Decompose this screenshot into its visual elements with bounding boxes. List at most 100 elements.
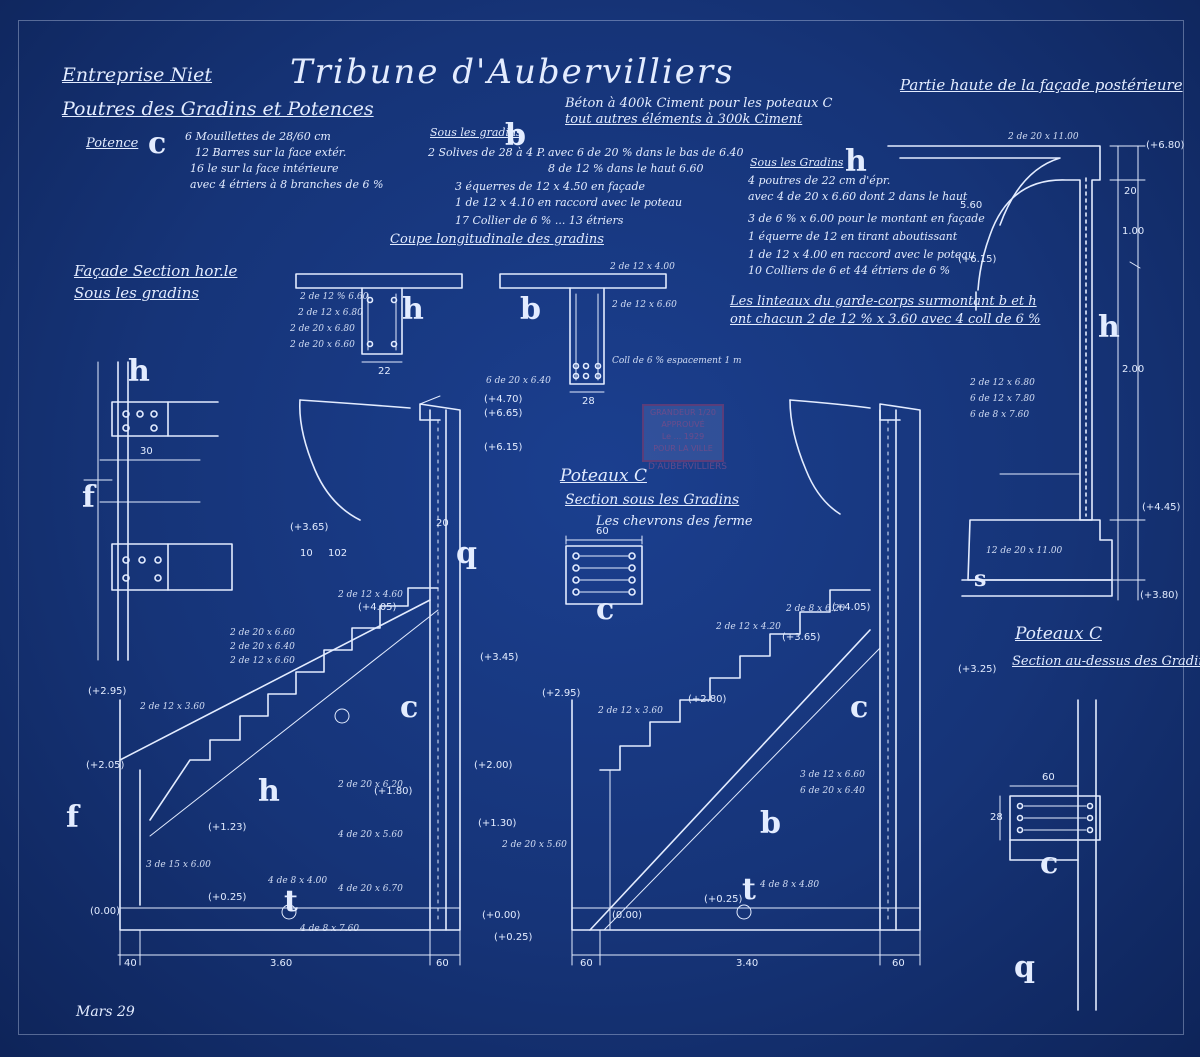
c-note-4: avec 4 étriers à 8 branches de 6 %: [190, 178, 384, 191]
elev-left-2: (+6.65): [484, 408, 523, 419]
centre-note: Les chevrons des ferme: [596, 514, 753, 529]
right-stair-label-1: 2 de 12 x 4.20: [716, 622, 781, 632]
dim-left-column-top: 20: [436, 518, 449, 529]
b-note-5: 3 équerres de 12 x 4.50 en façade: [455, 180, 646, 193]
elev-left-7: (+2.95): [88, 686, 127, 697]
dim-right-span: 3.40: [736, 958, 759, 969]
dim-facade-30: 30: [140, 446, 153, 457]
letter-f-facade: f: [82, 480, 95, 515]
letter-t-left: t: [284, 884, 298, 919]
dim-sec-b-width: 28: [582, 396, 595, 407]
elev-right-5: (+2.00): [474, 760, 513, 771]
letter-h-right: h: [1098, 310, 1120, 345]
letter-c-detail: c: [1040, 846, 1059, 881]
left-stair-label-6: 2 de 20 x 6.20: [338, 780, 403, 790]
column-c-detail-drawing: [999, 699, 1101, 1011]
left-stair-label-3: 2 de 20 x 6.40: [230, 642, 295, 652]
elev-detail-4: (+3.80): [1140, 590, 1179, 601]
dim-sec-h-width: 22: [378, 366, 391, 377]
left-stair-label-5: 2 de 12 x 3.60: [140, 702, 205, 712]
detail-column-h: [887, 145, 1146, 601]
elev-right-7: (+0.25): [704, 894, 743, 905]
b-note-3: avec 6 de 20 % dans le bas de 6.40: [548, 146, 744, 159]
poteau-mid-subtitle: Section sous les Gradins: [565, 492, 740, 508]
elev-left-9: (+1.80): [374, 786, 413, 797]
poteau-right-title: Poteaux C: [1015, 624, 1102, 644]
h-note-2: 4 poutres de 22 cm d'épr.: [748, 174, 891, 187]
dim-right-edge: 60: [580, 958, 593, 969]
left-stair-label-10: 4 de 8 x 4.00: [268, 876, 328, 886]
elev-left-11: (+0.25): [208, 892, 247, 903]
drawing-subject: Poutres des Gradins et Potences: [62, 98, 374, 120]
letter-b-section: b: [520, 292, 541, 327]
drawing-title: Tribune d'Aubervilliers: [290, 52, 735, 92]
facade-subtitle: Sous les gradins: [74, 284, 200, 302]
elev-right-6: (+1.30): [478, 818, 517, 829]
stamp-line-1: GRANDEUR 1/20: [649, 408, 717, 417]
letter-q-left: q: [456, 536, 477, 571]
letter-c-left-column: c: [400, 690, 419, 725]
sec-h-label-3: 2 de 20 x 6.80: [290, 324, 355, 334]
elev-right-2: (+4.05): [832, 602, 871, 613]
sec-b-label-4: 6 de 20 x 6.40: [486, 376, 551, 386]
section-b-drawing: [499, 273, 667, 393]
elev-detail-3: (+4.45): [1142, 502, 1181, 513]
h-note-6: 1 de 12 x 4.00 en raccord avec le poteau: [748, 248, 976, 261]
sec-b-label-3: Coll de 6 % espacement 1 m: [612, 356, 742, 366]
letter-t-right: t: [742, 872, 756, 907]
elev-left-8: (+2.05): [86, 760, 125, 771]
right-detail-label-2: 2 de 12 x 6.80: [970, 378, 1035, 388]
right-stair-label-5: 6 de 20 x 6.40: [800, 786, 865, 796]
letter-s-right: s: [974, 566, 987, 592]
right-detail-label-5: 12 de 20 x 11.00: [986, 546, 1063, 556]
elev-left-3: (+6.15): [484, 442, 523, 453]
left-stair-label-1: 2 de 12 x 4.60: [338, 590, 403, 600]
left-stair-drawing: [117, 395, 461, 966]
b-note-4: 8 de 12 % dans le haut 6.60: [548, 162, 704, 175]
dim-detail-2-00: 2.00: [1122, 364, 1145, 375]
letter-h-section: h: [402, 292, 424, 327]
right-stair-label-4: 3 de 12 x 6.60: [800, 770, 865, 780]
right-stair-label-6: 2 de 20 x 5.60: [502, 840, 567, 850]
h-note-1: Sous les Gradins: [750, 156, 844, 169]
letter-c-top: c: [148, 126, 167, 161]
sec-b-label-2: 2 de 12 x 6.60: [612, 300, 677, 310]
right-detail-label-1: 2 de 20 x 11.00: [1008, 132, 1079, 142]
letter-q-detail: q: [1014, 950, 1035, 985]
letter-b-top: b: [505, 118, 526, 153]
right-stair-label-7: 4 de 8 x 4.80: [760, 880, 820, 890]
h-note-5: 1 équerre de 12 en tirant aboutissant: [748, 230, 958, 243]
left-stair-label-4: 2 de 12 x 6.60: [230, 656, 295, 666]
right-stair-label-3: 2 de 12 x 3.60: [598, 706, 663, 716]
elev-right-4: (+2.80): [688, 694, 727, 705]
elev-left-14: (+0.25): [494, 932, 533, 943]
left-stair-label-8: 4 de 20 x 5.60: [338, 830, 403, 840]
dim-detail-1-00: 1.00: [1122, 226, 1145, 237]
letter-f-stair: f: [66, 800, 79, 835]
dim-left-edge: 40: [124, 958, 137, 969]
letter-c-mid: c: [596, 592, 615, 627]
b-note-7: 17 Collier de 6 % ... 13 étriers: [455, 214, 624, 227]
elev-right-3: (+2.95): [542, 688, 581, 699]
c-note-1: 6 Mouillettes de 28/60 cm: [185, 130, 331, 143]
stamp-line-3: Le ... 1929: [661, 432, 705, 441]
signature-date: Mars 29: [76, 1004, 135, 1020]
top-right-caption: Partie haute de la façade postérieure: [900, 76, 1183, 94]
left-stair-label-7: 4 de 20 x 6.70: [338, 884, 403, 894]
coupe-title: Coupe longitudinale des gradins: [390, 232, 604, 247]
elev-right-9: (+3.25): [958, 664, 997, 675]
spec-note-1: Béton à 400k Ciment pour les poteaux C: [565, 96, 833, 111]
dim-detail-60: 60: [1042, 772, 1055, 783]
elev-left-6: (+3.45): [480, 652, 519, 663]
spec-note-2: tout autres éléments à 300k Ciment: [565, 112, 803, 127]
elev-right-1: (+3.65): [782, 632, 821, 643]
dim-stair-10: 10: [300, 548, 313, 559]
section-h-drawing: [295, 273, 463, 363]
right-detail-label-4: 6 de 8 x 7.60: [970, 410, 1030, 420]
left-stair-label-11: 4 de 8 x 7.60: [300, 924, 360, 934]
letter-h-top: h: [845, 144, 867, 179]
stamp-line-4: POUR LA VILLE: [653, 444, 713, 453]
dim-left-column: 60: [436, 958, 449, 969]
